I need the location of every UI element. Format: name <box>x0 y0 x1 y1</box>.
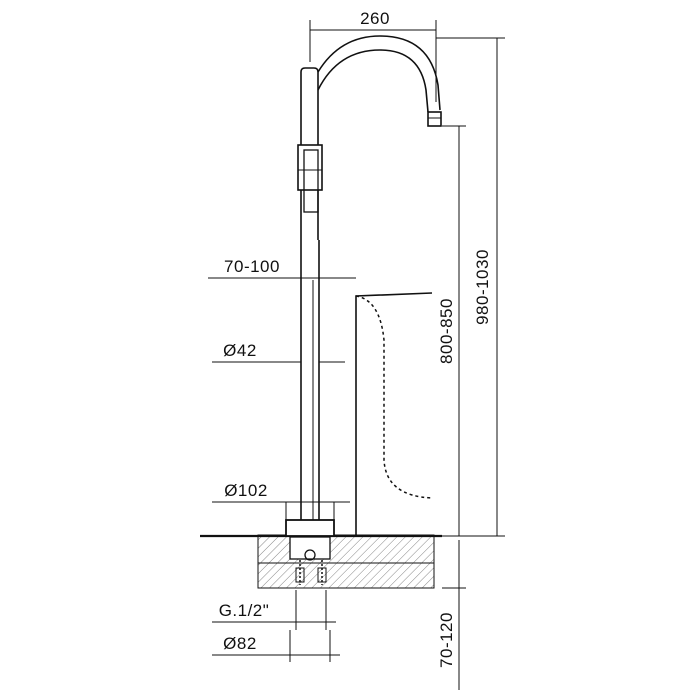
dim-column-diameter-label: Ø42 <box>223 341 257 360</box>
dim-spout-height: 800-850 <box>437 125 466 536</box>
faucet <box>285 35 442 537</box>
dim-thread: G.1/2" <box>212 590 336 630</box>
dim-base-diameter-label: Ø102 <box>224 481 268 500</box>
upper-body <box>300 67 319 240</box>
dim-spout-reach: 260 <box>309 9 437 102</box>
dim-spout-reach-label: 260 <box>360 9 390 28</box>
dim-column-offset: 70-100 <box>208 257 356 279</box>
dim-body-diameter: Ø82 <box>212 630 340 662</box>
connector-body <box>289 536 331 560</box>
connector-valve <box>304 549 316 561</box>
bathtub-outline <box>355 292 433 536</box>
dim-body-diameter-label: Ø82 <box>223 634 257 653</box>
base-flange <box>285 519 335 537</box>
dim-recess-depth: 70-120 <box>437 540 466 690</box>
floor-section <box>200 534 442 589</box>
dim-total-height-label: 980-1030 <box>473 249 492 325</box>
dim-thread-label: G.1/2" <box>219 601 270 620</box>
pipe-left <box>295 567 305 583</box>
pipe-right <box>317 567 327 583</box>
dim-column-diameter: Ø42 <box>212 341 345 363</box>
dim-recess-depth-label: 70-120 <box>437 612 456 668</box>
spout-inner <box>317 49 429 113</box>
dim-spout-height-label: 800-850 <box>437 298 456 364</box>
dim-base-diameter: Ø102 <box>212 481 350 520</box>
spout-nozzle <box>427 111 442 127</box>
dim-total-height: 980-1030 <box>436 37 505 537</box>
dim-column-offset-label: 70-100 <box>224 257 280 276</box>
spout-outer <box>317 35 441 111</box>
